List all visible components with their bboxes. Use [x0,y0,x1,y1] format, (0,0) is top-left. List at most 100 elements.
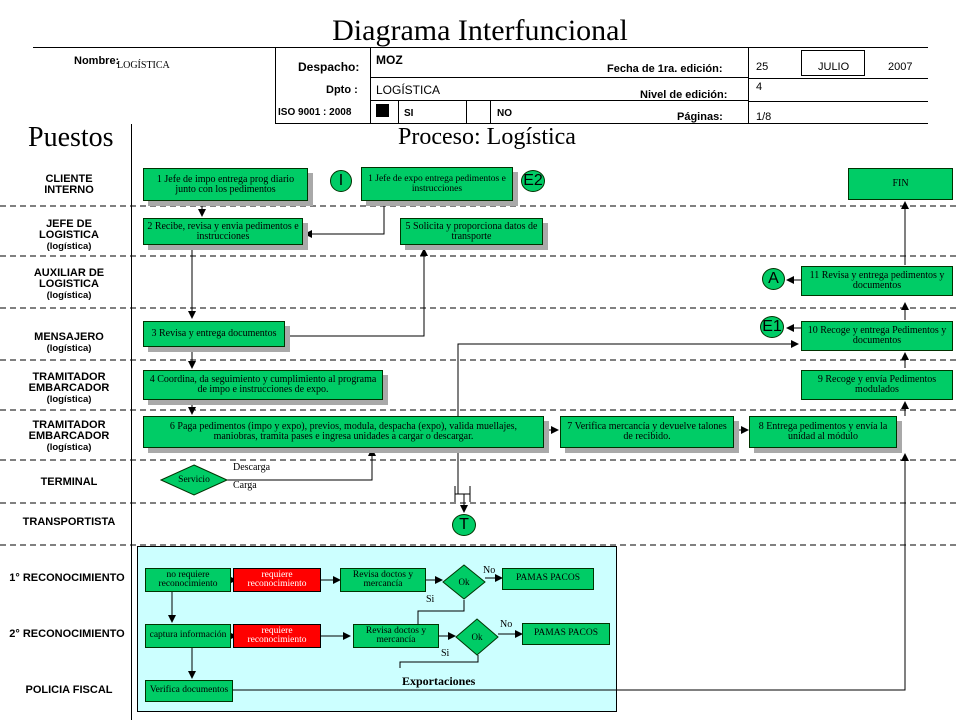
header-row-line-4 [748,101,928,102]
nivel-value: 4 [756,81,763,93]
transport-double-line [454,486,471,502]
despacho-value: MOZ [376,53,403,67]
iso-no-box [466,101,490,123]
header-line-bottom [275,123,928,124]
header-line-top [33,47,928,48]
lane-1-reconocimiento: 1° RECONOCIMIENTO [2,573,132,584]
step-1-jefe-expo: 1 Jefe de expo entrega pedimentos e inst… [361,167,513,201]
lane-name: TRAMITADOR EMBARCADOR [28,419,110,442]
paginas-value: 1/8 [756,111,772,123]
no-label-2: No [500,619,513,630]
lane-name: 1° RECONOCIMIENTO [9,572,125,584]
ok-label-1: Ok [458,577,470,587]
connector-t: T [452,514,476,536]
header-divider-mid [490,100,491,124]
proceso-label: Proceso: Logística [398,124,576,150]
no-requiere-reconocimiento-1: no requiere reconocimiento [145,568,231,592]
lane-sub: (logística) [46,241,92,252]
header-row-line-2 [370,100,748,101]
ok-label-2: Ok [471,632,483,642]
lane-name: TRAMITADOR EMBARCADOR [28,371,110,394]
nombre-value: LOGÍSTICA [117,60,170,71]
step-9-recoge: 9 Recoge y envía Pedimentos modulados [801,370,953,400]
fecha-day: 25 [756,61,769,73]
lane-name: TRANSPORTISTA [22,516,116,528]
lane-sub: (logística) [46,343,92,354]
fecha-label: Fecha de 1ra. edición: [607,63,723,75]
lane-separators [0,205,960,546]
no-label: NO [497,108,512,119]
step-fin: FIN [848,168,953,200]
lane-transportista: TRANSPORTISTA [10,517,128,528]
lane-name: 2° RECONOCIMIENTO [9,628,125,640]
exportaciones-label: Exportaciones [402,674,476,688]
step-2-recibe: 2 Recibe, revisa y envia pedimentos e in… [143,218,303,245]
connector-e1: E1 [760,316,784,338]
si-label-2: Si [441,648,450,659]
lane-divider [131,124,132,720]
iso-si-checkbox [376,104,389,117]
paginas-label: Páginas: [677,111,723,123]
revisa-doctos-2: Revisa doctos y mercancía [353,624,439,648]
requiere-reconocimiento-2: requiere reconocimiento [233,624,321,648]
lane-sub: (logística) [46,442,92,453]
lane-name: CLIENTE INTERNO [44,173,94,196]
step-6-paga: 6 Paga pedimentos (impo y expo), previos… [143,416,544,448]
nombre-label: Nombre: [74,55,120,67]
despacho-label: Despacho: [298,60,360,74]
connector-a: A [762,268,785,290]
lane-tramitador-2: TRAMITADOR EMBARCADOR(logística) [10,419,128,454]
header-divider-right [748,47,749,124]
ok-diamond-1 [442,564,486,600]
lane-terminal: TERMINAL [10,477,128,488]
pamas-pacos-2: PAMAS PACOS [522,623,610,645]
dpto-label: Dpto : [326,84,358,96]
lane-auxiliar-logistica: AUXILIAR DE LOGISTICA(logística) [10,267,128,302]
lane-cliente-interno: CLIENTE INTERNO [10,174,128,196]
no-label-1: No [483,565,496,576]
dpto-value: LOGÍSTICA [376,83,441,97]
step-5-solicita: 5 Solicita y proporciona datos de transp… [400,218,543,245]
descarga-label: Descarga [233,462,271,473]
step-8-entrega: 8 Entrega pedimentos y envía la unidad a… [749,416,897,448]
lane-name: TERMINAL [40,476,98,488]
fecha-month: JULIO [818,61,850,73]
step-4-coordina: 4 Coordina, da seguimiento y cumplimient… [143,370,383,400]
carga-label: Carga [233,480,257,491]
lane-name: AUXILIAR DE LOGISTICA [33,267,105,290]
header-row-line-1 [370,77,748,78]
step-10-recoge: 10 Recoge y entrega Pedimentos y documen… [801,321,953,351]
diagram-title: Diagrama Interfuncional [332,14,628,47]
connector-i: I [330,170,352,192]
lane-policia-fiscal: POLICIA FISCAL [10,685,128,696]
lane-2-reconocimiento: 2° RECONOCIMIENTO [2,629,132,640]
si-box-divider [398,101,399,123]
header-divider-left [275,47,276,124]
puestos-label: Puestos [28,122,114,153]
header-row-line-3 [748,78,928,79]
step-11-revisa: 11 Revisa y entrega pedimentos y documen… [801,266,953,296]
lane-mensajero: MENSAJERO(logística) [10,332,128,355]
iso-label: ISO 9001 : 2008 [278,107,352,118]
servicio-diamond [160,464,228,496]
lane-name: POLICIA FISCAL [25,684,113,696]
captura-informacion: captura información [145,624,231,648]
lane-name: JEFE DE LOGISTICA [39,218,99,241]
pamas-pacos-1: PAMAS PACOS [502,568,594,590]
step-3-revisa: 3 Revisa y entrega documentos [143,321,285,347]
servicio-label: Servicio [178,475,210,485]
lane-sub: (logística) [46,290,92,301]
lane-sub: (logística) [46,394,92,405]
despacho-line [370,47,371,124]
si-label-1: Si [426,594,435,605]
step-7-verifica: 7 Verifica mercancía y devuelve talones … [560,416,734,448]
revisa-doctos-1: Revisa doctos y mercancía [340,568,426,592]
month-box [801,50,865,76]
step-1-jefe-impo: 1 Jefe de impo entrega prog diario junto… [143,168,308,201]
si-label: SI [404,108,414,119]
lane-jefe-logistica: JEFE DE LOGISTICA(logística) [10,218,128,253]
lane-tramitador-1: TRAMITADOR EMBARCADOR(logística) [10,371,128,406]
connector-e2: E2 [521,170,545,192]
verifica-documentos: Verifica documentos [145,680,233,702]
